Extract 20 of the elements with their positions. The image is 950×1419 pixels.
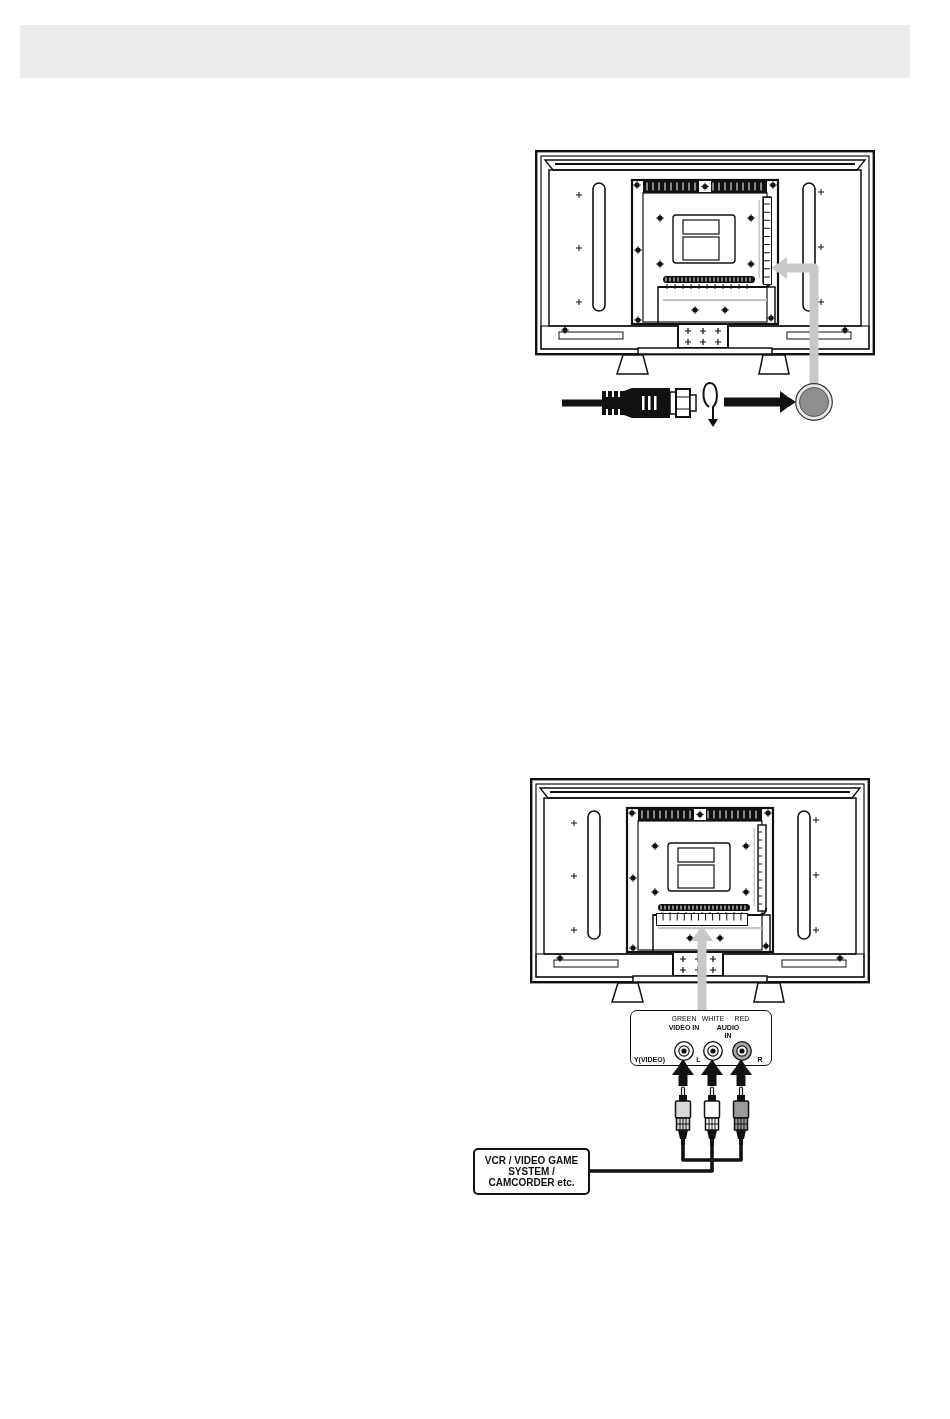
- connector-strip: [763, 197, 772, 285]
- rca-plug-picture: [702, 1086, 722, 1145]
- source-device-box: [473, 1148, 590, 1195]
- arrow: [672, 1060, 694, 1086]
- arrow: [724, 391, 795, 413]
- arrow: [730, 1060, 752, 1086]
- rca-jack: [703, 1041, 723, 1061]
- antenna-socket: [795, 383, 833, 421]
- rca-jack: [732, 1041, 752, 1061]
- cable-line: [712, 1145, 743, 1162]
- connector-strip: [656, 913, 748, 926]
- arrow: [691, 926, 713, 1010]
- rca-plug-picture: [673, 1086, 693, 1145]
- arrow: [772, 257, 819, 383]
- rca-jack: [674, 1041, 694, 1061]
- jack-panel: [630, 1010, 772, 1066]
- cable-line: [681, 1145, 712, 1162]
- rca-plug-picture: [731, 1086, 751, 1145]
- arrow: [701, 1060, 723, 1086]
- device-label: VCR / VIDEO GAME SYSTEM / CAMCORDER etc.: [483, 1155, 580, 1188]
